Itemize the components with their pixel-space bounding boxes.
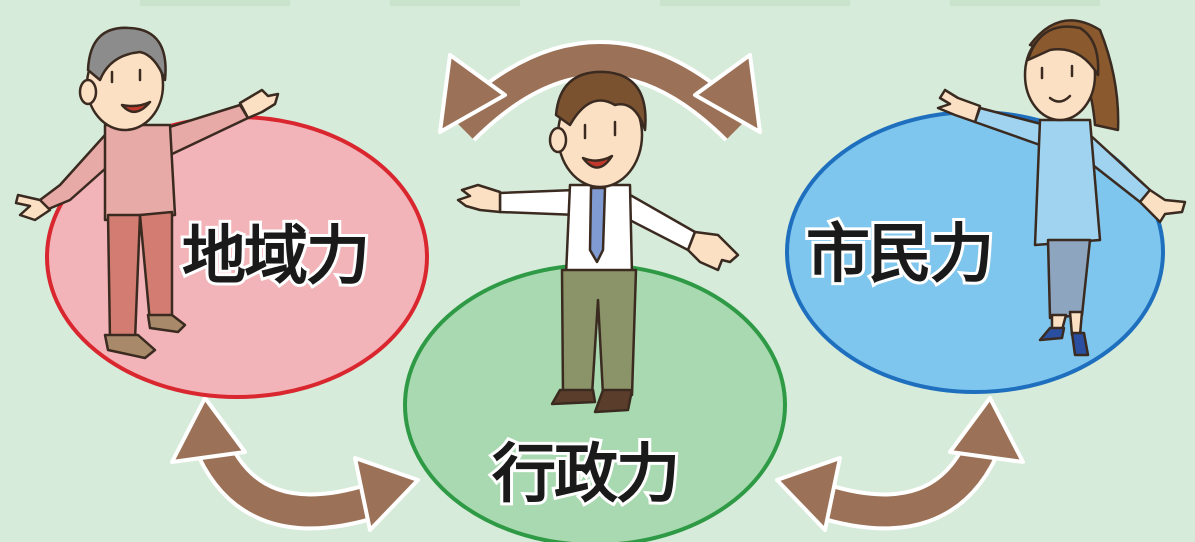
woman-figure bbox=[936, 19, 1187, 357]
arrow-regional-administrative bbox=[170, 396, 420, 532]
top-banner-strips bbox=[140, 0, 1100, 6]
arrow-administrative-citizen bbox=[775, 396, 1025, 532]
office-worker-figure bbox=[456, 70, 740, 414]
label-regional: 地域力 bbox=[182, 220, 368, 294]
elderly-man-figure bbox=[14, 26, 280, 360]
arrow-regional-citizen bbox=[438, 40, 762, 142]
label-administrative: 行政力 bbox=[492, 438, 678, 512]
label-citizen: 市民力 bbox=[806, 218, 992, 292]
